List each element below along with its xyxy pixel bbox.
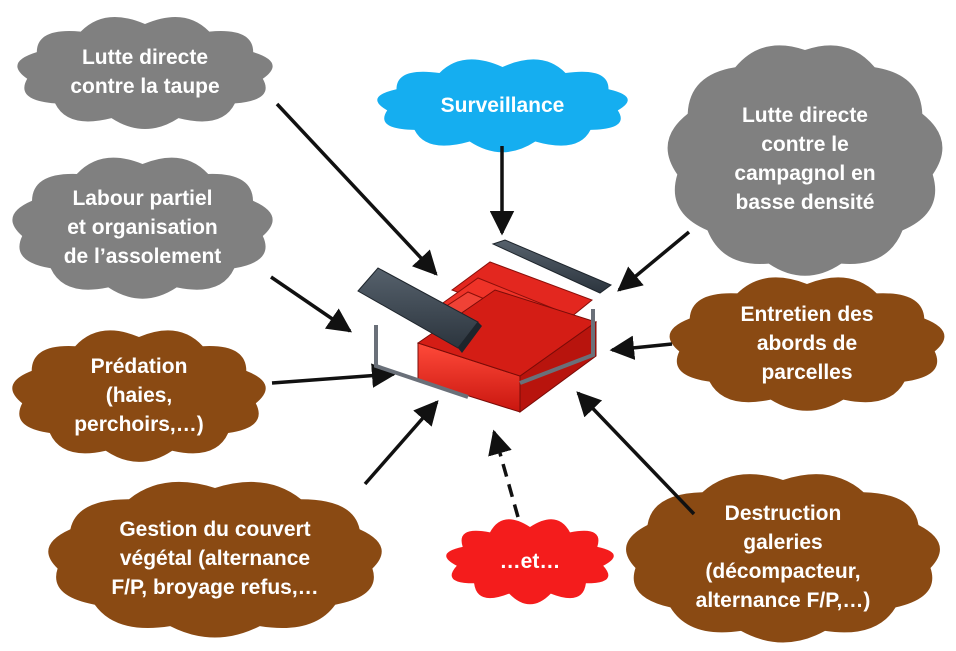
cloud-shape: [48, 481, 382, 638]
cloud-shape: [667, 45, 943, 276]
arrow-predation: [271, 363, 397, 388]
cloud-label-lutte-campagnol: Lutte directe contre le campagnol en bas…: [734, 104, 876, 214]
cloud-destruction: [626, 474, 940, 643]
cloud-gestion: [48, 481, 382, 638]
cloud-label-entretien: Entretien des abords de parcelles: [740, 302, 874, 384]
toolbox-image: [357, 239, 613, 413]
cloud-shape: [446, 519, 614, 605]
cloud-label-lutte-taupe: Lutte directe contre la taupe: [70, 46, 220, 98]
cloud-shape: [12, 330, 266, 462]
cloud-lutte-taupe: [17, 16, 273, 130]
cloud-entretien: [669, 277, 945, 411]
arrow-labour: [270, 275, 353, 333]
cloud-shape: [12, 157, 273, 299]
cloud-label-destruction: Destruction galeries (décompacteur, alte…: [695, 502, 871, 612]
arrow-destruction: [576, 391, 696, 516]
cloud-predation: [12, 330, 266, 462]
arrow-lutte-taupe: [275, 102, 438, 276]
arrow-gestion: [363, 400, 439, 486]
cloud-et: [446, 519, 614, 605]
cloud-shape: [626, 474, 940, 643]
arrow-et: [488, 429, 520, 518]
cloud-surveillance: [377, 59, 628, 153]
cloud-label-surveillance: Surveillance: [440, 93, 565, 117]
cloud-label-labour: Labour partiel et organisation de l’asso…: [63, 186, 222, 268]
clouds-layer: [12, 16, 945, 643]
arrow-lutte-campagnol: [617, 230, 691, 292]
arrows: [270, 102, 696, 518]
cloud-label-gestion: Gestion du couvert végétal (alternance F…: [111, 518, 319, 599]
cloud-labour: [12, 157, 273, 299]
cloud-shape: [669, 277, 945, 411]
arrow-entretien: [609, 335, 673, 360]
cloud-lutte-campagnol: [667, 45, 943, 276]
cloud-shape: [377, 59, 628, 153]
cloud-shape: [17, 16, 273, 130]
cloud-label-predation: Prédation (haies, perchoirs,…): [74, 354, 204, 436]
cloud-label-et: …et…: [499, 549, 561, 573]
